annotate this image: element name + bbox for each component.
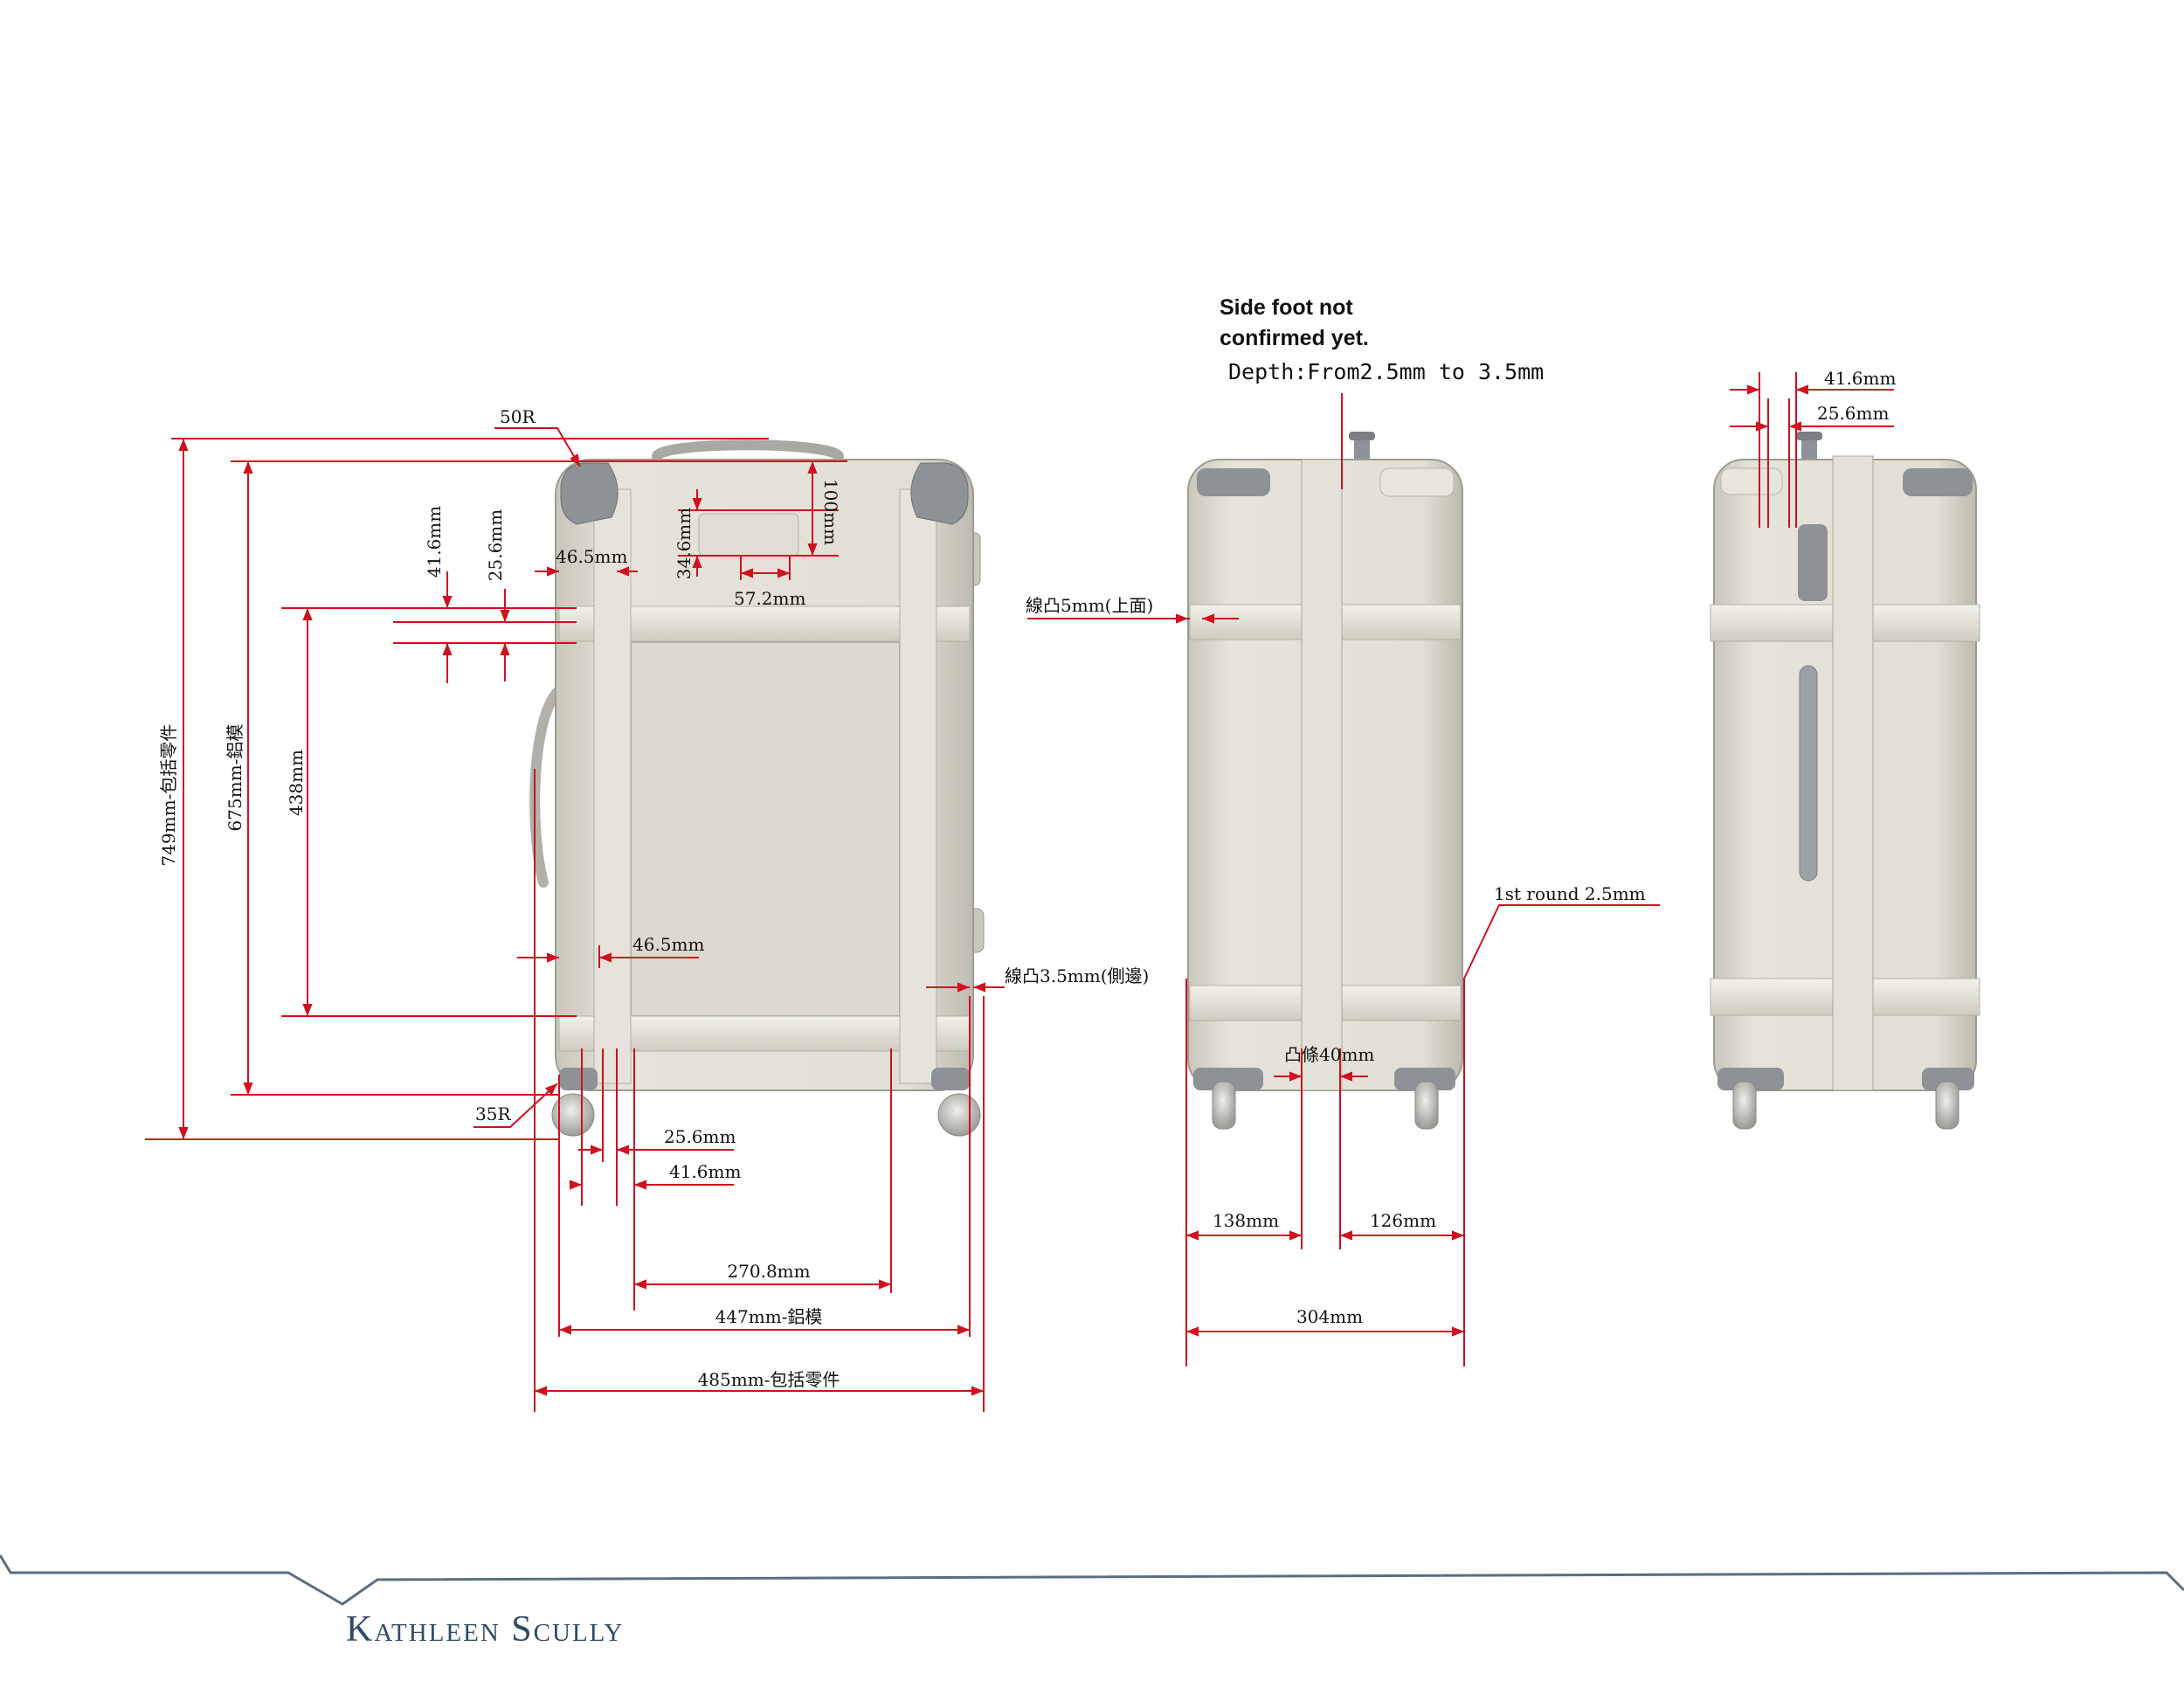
brand-name: Kathleen Scully xyxy=(346,1609,624,1650)
label-panel-height: 438mm xyxy=(286,750,307,816)
footer: Kathleen Scully xyxy=(0,1554,2184,1650)
label-back-rib-25: 25.6mm xyxy=(1817,403,1889,424)
label-inset-top: 46.5mm xyxy=(556,546,627,567)
label-rib-25: 25.6mm xyxy=(485,509,506,581)
label-center-rib: 凸條40mm xyxy=(1284,1044,1374,1065)
label-round-note: 1st round 2.5mm xyxy=(1494,883,1646,904)
back-view-suitcase xyxy=(1710,432,1980,1130)
label-badge-height: 34.6mm xyxy=(674,508,695,579)
label-right-width: 126mm xyxy=(1370,1210,1436,1231)
note-side-foot-2: confirmed yet. xyxy=(1220,326,1369,350)
label-badge-offset: 100mm xyxy=(820,479,841,545)
label-corner-top: 50R xyxy=(500,406,536,427)
label-width-aluminium: 447mm-鋁模 xyxy=(715,1306,823,1327)
label-corner-bottom: 35R xyxy=(475,1103,511,1124)
label-inset-side: 46.5mm xyxy=(632,934,704,955)
note-side-foot-1: Side foot not xyxy=(1220,295,1353,320)
label-height-total: 749mm-包括零件 xyxy=(158,724,179,867)
label-back-rib-41: 41.6mm xyxy=(1824,368,1896,389)
label-width-total: 485mm-包括零件 xyxy=(698,1369,840,1390)
label-side-rib-note: 線凸3.5mm(側邊) xyxy=(1005,965,1149,986)
label-bottom-41: 41.6mm xyxy=(669,1161,741,1182)
front-view-dimensions xyxy=(145,427,1005,1412)
front-view-suitcase xyxy=(529,439,985,1137)
label-bottom-25: 25.6mm xyxy=(664,1126,736,1147)
label-top-rib-note: 線凸5mm(上面) xyxy=(1026,595,1153,616)
back-view-dimensions xyxy=(1730,372,1894,528)
label-left-width: 138mm xyxy=(1213,1210,1279,1231)
label-panel-width: 270.8mm xyxy=(727,1261,810,1282)
label-height-aluminium: 675mm-鋁模 xyxy=(225,724,245,832)
side-view-suitcase xyxy=(1187,432,1463,1130)
footer-rule xyxy=(0,1554,2184,1606)
label-depth-total: 304mm xyxy=(1296,1306,1363,1327)
label-badge-width: 57.2mm xyxy=(734,588,805,609)
dimension-labels: Side foot not confirmed yet. Depth:From2… xyxy=(158,295,1896,1390)
note-depth: Depth:From2.5mm to 3.5mm xyxy=(1228,359,1544,384)
side-view-dimensions xyxy=(1027,393,1660,1366)
label-rib-41: 41.6mm xyxy=(424,506,445,578)
